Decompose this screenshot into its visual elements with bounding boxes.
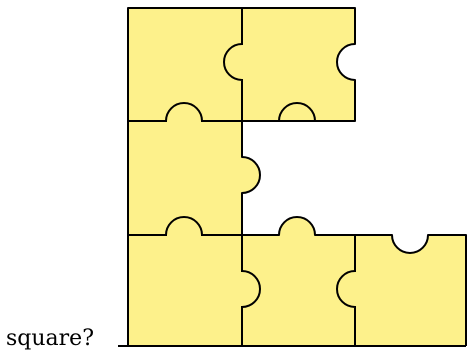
puzzle-pieces-fill	[128, 8, 466, 346]
question-caption: square?	[6, 326, 94, 351]
